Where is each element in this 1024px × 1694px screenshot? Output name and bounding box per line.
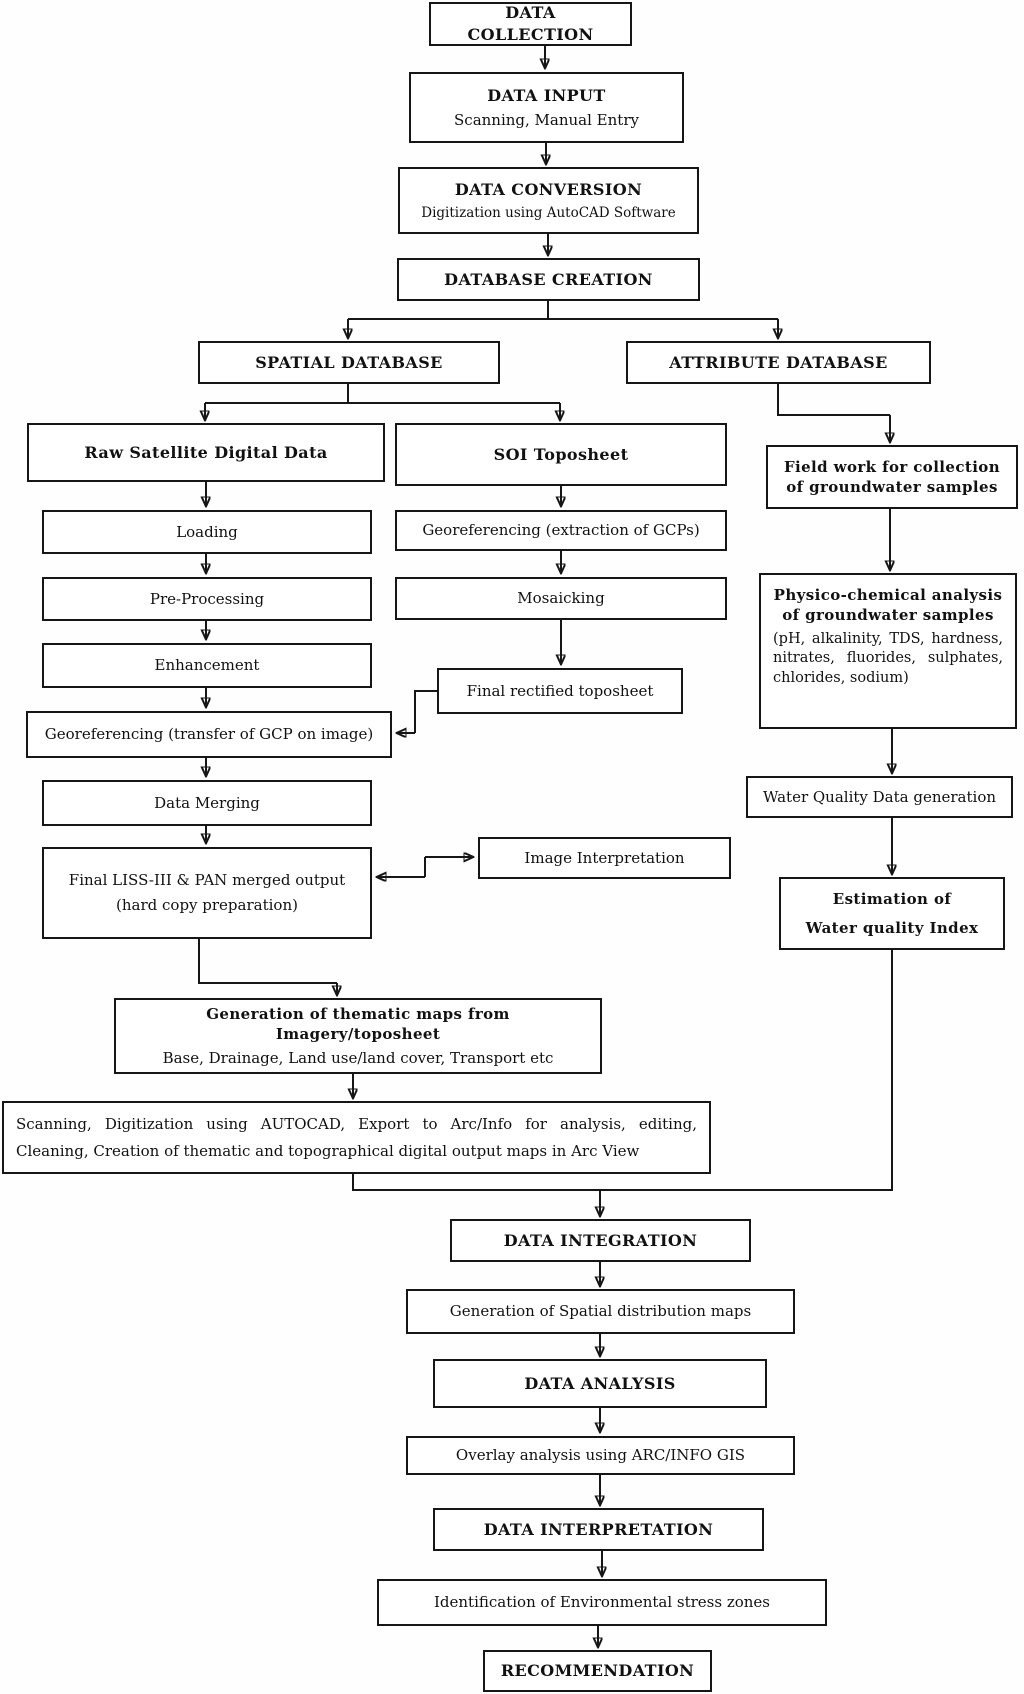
node-georeferencing-extraction: Georeferencing (extraction of GCPs)	[395, 510, 727, 551]
node-recommendation: RECOMMENDATION	[483, 1650, 712, 1692]
node-spatial-database: SPATIAL DATABASE	[198, 341, 500, 384]
node-data-conversion: DATA CONVERSION Digitization using AutoC…	[398, 167, 699, 234]
node-water-quality-data-generation: Water Quality Data generation	[746, 776, 1013, 818]
node-raw-satellite-data: Raw Satellite Digital Data	[27, 423, 385, 482]
node-data-analysis: DATA ANALYSIS	[433, 1359, 767, 1408]
connector-spatial-split	[205, 384, 560, 419]
node-loading: Loading	[42, 510, 372, 554]
node-database-creation: DATABASE CREATION	[397, 258, 700, 301]
node-pre-processing: Pre-Processing	[42, 577, 372, 621]
node-enhancement: Enhancement	[42, 643, 372, 688]
node-field-work: Field work for collection of groundwater…	[766, 445, 1018, 509]
node-mosaicking: Mosaicking	[395, 577, 727, 620]
connector-finalrectified-geotransfer	[398, 690, 437, 733]
node-spatial-distribution-maps: Generation of Spatial distribution maps	[406, 1289, 795, 1334]
node-image-interpretation: Image Interpretation	[478, 837, 731, 879]
connector-liss-imageinterpretation	[378, 857, 472, 877]
node-estimation-water-quality-index: Estimation of Water quality Index	[779, 877, 1005, 950]
connector-merge-dataintegration	[352, 950, 893, 1215]
node-identification-stress-zones: Identification of Environmental stress z…	[377, 1579, 827, 1626]
connector-attribute-fieldwork	[777, 384, 890, 441]
node-liss-pan-merged-output: Final LISS-III & PAN merged output (hard…	[42, 847, 372, 939]
node-georeferencing-transfer: Georeferencing (transfer of GCP on image…	[26, 711, 392, 758]
node-data-merging: Data Merging	[42, 780, 372, 826]
connector-dbcreation-split	[348, 301, 778, 337]
node-data-integration: DATA INTEGRATION	[450, 1219, 751, 1262]
node-thematic-maps-generation: Generation of thematic maps from Imagery…	[114, 998, 602, 1074]
node-overlay-analysis: Overlay analysis using ARC/INFO GIS	[406, 1436, 795, 1475]
node-physico-chemical-analysis: Physico-chemical analysis of groundwater…	[759, 573, 1017, 729]
node-attribute-database: ATTRIBUTE DATABASE	[626, 341, 931, 384]
node-data-collection: DATA COLLECTION	[429, 2, 632, 46]
connector-liss-thematic	[198, 939, 337, 994]
node-soi-toposheet: SOI Toposheet	[395, 423, 727, 486]
node-scanning-digitization-arcinfo: Scanning, Digitization using AUTOCAD, Ex…	[2, 1101, 711, 1174]
node-data-interpretation: DATA INTERPRETATION	[433, 1508, 764, 1551]
node-final-rectified-toposheet: Final rectified toposheet	[437, 668, 683, 714]
node-data-input: DATA INPUT Scanning, Manual Entry	[409, 72, 684, 143]
